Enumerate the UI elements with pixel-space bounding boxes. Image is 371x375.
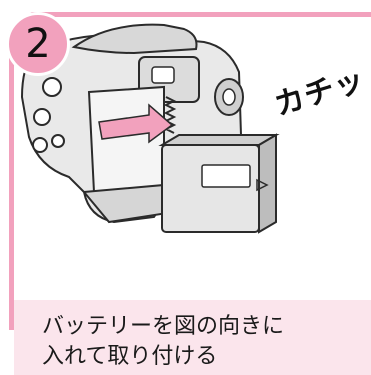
camera-button — [51, 134, 65, 148]
camera-button — [42, 77, 62, 97]
step-number-badge: 2 — [6, 12, 70, 76]
caption-band — [14, 300, 371, 375]
caption-line-2: 入れて取り付ける — [42, 344, 218, 369]
battery-pack — [158, 133, 280, 234]
camcorder-top — [71, 23, 198, 55]
caption-line-1: バッテリーを図の向きに — [42, 314, 285, 339]
card-frame-left — [9, 30, 14, 330]
camera-button — [32, 137, 48, 153]
card-frame-top — [30, 12, 371, 17]
camera-button — [33, 108, 51, 126]
camcorder-base — [82, 183, 176, 224]
battery-direction-mark — [256, 178, 269, 192]
instruction-caption: バッテリーを図の向きに 入れて取り付ける — [42, 312, 362, 372]
camcorder-illustration — [20, 23, 280, 234]
insert-direction-arrow — [98, 103, 174, 144]
